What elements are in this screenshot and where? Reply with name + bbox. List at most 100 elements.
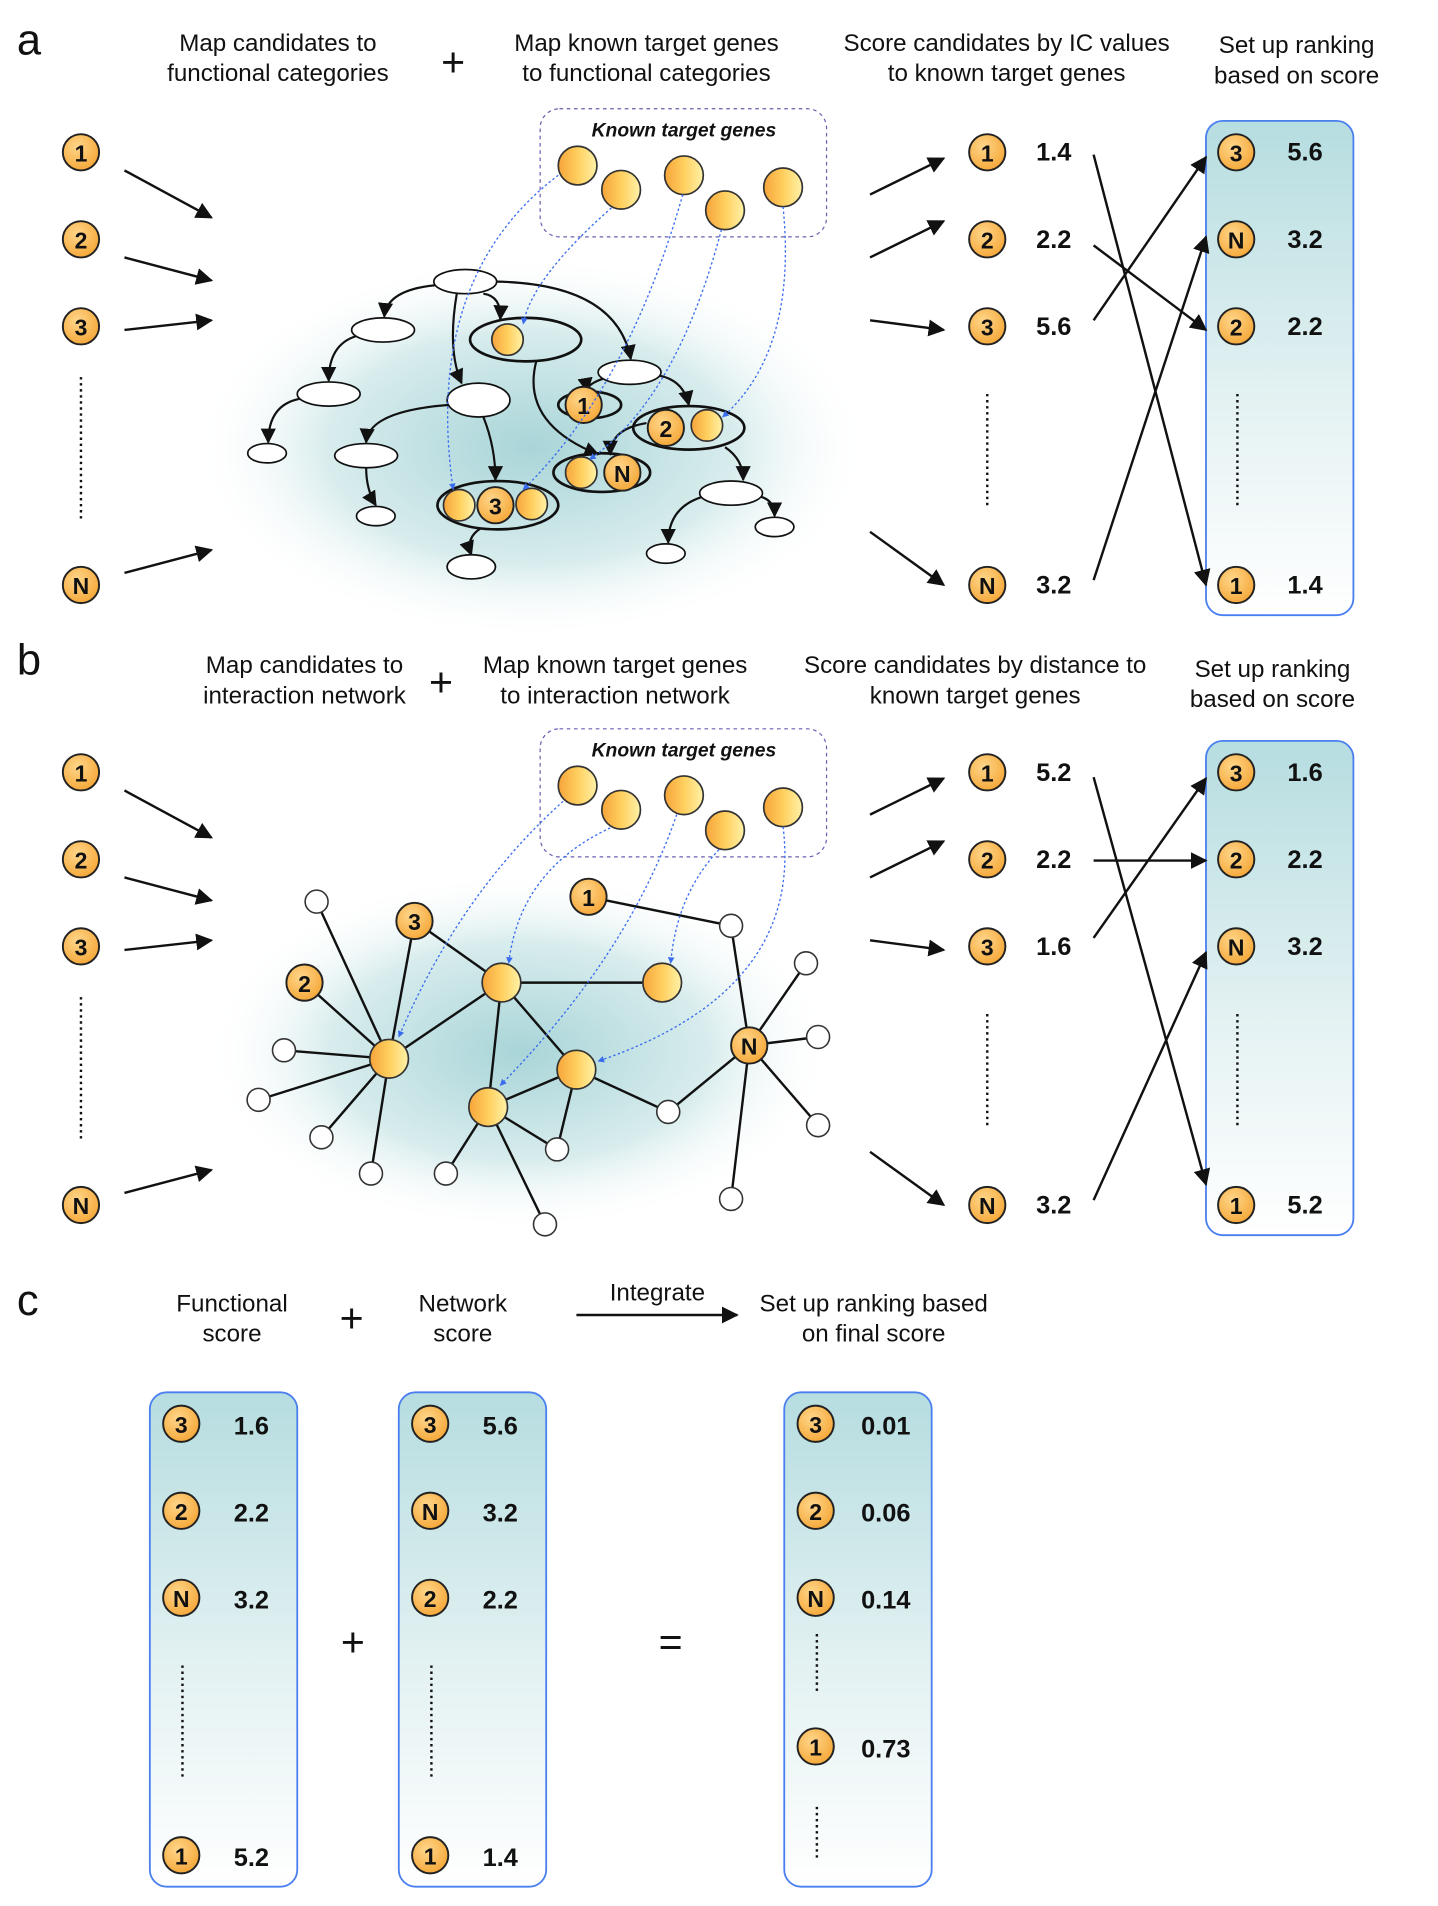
ranked-badge: 1 — [411, 1836, 450, 1875]
badge-label: 2 — [809, 1499, 822, 1525]
gene-ball — [557, 765, 598, 806]
badge-circle — [61, 565, 101, 605]
step-header-line1: Score candidates by distance to — [804, 652, 1146, 679]
ontology-edge — [724, 446, 751, 482]
candidate-badge: N — [61, 1185, 101, 1225]
badge-circle — [730, 1026, 769, 1065]
badge-label: 3 — [408, 909, 421, 935]
badge-label: 3 — [1230, 140, 1243, 166]
candidate-badge: 2 — [61, 840, 101, 879]
step-header-line2: functional categories — [167, 60, 389, 87]
column-header-line1: Network — [419, 1290, 509, 1317]
candidate-score: 5.6 — [1036, 313, 1071, 341]
badge-circle — [411, 1491, 450, 1530]
ranked-score: 1.6 — [234, 1413, 269, 1441]
badge-label: 3 — [424, 1412, 437, 1438]
step-header-line1: Set up ranking — [1195, 656, 1351, 683]
badge-circle — [968, 753, 1007, 792]
ranked-score: 2.2 — [234, 1500, 269, 1528]
badge-circle — [411, 1404, 450, 1443]
category-node — [645, 543, 687, 565]
ranked-badge: N — [1217, 927, 1256, 966]
mapping-line — [522, 194, 684, 490]
ranked-score: 1.4 — [1287, 571, 1322, 599]
badge-label: N — [741, 1034, 758, 1060]
ranked-badge: 1 — [162, 1836, 201, 1875]
scored-candidate-badge: 2 — [968, 220, 1007, 259]
known-genes-title: Known target genes — [592, 121, 777, 142]
rank-line — [1092, 155, 1207, 321]
gene-ball — [762, 167, 804, 208]
rank-line — [1092, 776, 1207, 939]
ranking-box — [148, 1391, 299, 1888]
equals-sign: = — [659, 1619, 683, 1665]
rank-line — [1092, 950, 1208, 1201]
badge-circle — [796, 1727, 835, 1766]
ranked-badge: 3 — [1217, 753, 1256, 792]
badge-label: 1 — [1230, 1193, 1243, 1219]
network-edge — [388, 981, 503, 1060]
badge-label: 2 — [981, 848, 994, 874]
ranking-box — [1205, 119, 1355, 617]
ranking-box — [783, 1391, 933, 1888]
badge-circle — [968, 927, 1007, 966]
badge-circle — [1217, 307, 1256, 346]
network-edge — [487, 1106, 547, 1225]
gene-ball — [481, 962, 522, 1003]
column-header-line1: Functional — [176, 1290, 287, 1317]
badge-label: N — [173, 1586, 190, 1612]
mapping-line — [722, 206, 787, 418]
network-node — [805, 1112, 831, 1138]
ranked-score: 0.73 — [861, 1735, 910, 1763]
badge-label: 2 — [75, 848, 88, 874]
badge-label: 2 — [298, 971, 311, 997]
ontology-edge — [660, 494, 708, 545]
candidate-score: 2.2 — [1036, 846, 1071, 874]
ranked-badge: 2 — [796, 1491, 835, 1530]
ranked-score: 2.2 — [483, 1587, 518, 1615]
network-glow — [205, 870, 834, 1233]
mapping-line — [499, 814, 678, 1086]
badge-circle — [61, 753, 101, 792]
badge-label: 3 — [175, 1412, 188, 1438]
badge-circle — [61, 1185, 101, 1225]
badge-label: 1 — [582, 885, 595, 911]
badge-label: N — [807, 1586, 824, 1612]
ranked-badge: N — [162, 1578, 201, 1617]
output-arrow — [869, 157, 946, 196]
known-genes-box — [539, 108, 828, 238]
ranked-badge: N — [796, 1578, 835, 1617]
gene-ball — [557, 145, 598, 186]
input-arrow — [123, 169, 213, 219]
candidate-score: 3.2 — [1036, 1191, 1071, 1219]
output-arrow — [869, 530, 946, 586]
gene-ball — [663, 775, 705, 816]
badge-label: 1 — [1230, 573, 1243, 599]
badge-label: N — [73, 573, 90, 599]
input-arrow — [124, 256, 214, 285]
network-badge: 3 — [395, 901, 434, 941]
mapping-line — [398, 800, 564, 1038]
network-edge — [315, 901, 391, 1060]
step-header-line1: Map known target genes — [514, 30, 779, 57]
panel-label: a — [17, 16, 42, 64]
gene-ball — [600, 789, 642, 830]
category-node — [246, 442, 288, 464]
network-node — [246, 1087, 271, 1113]
mapping-line — [521, 207, 612, 325]
badge-label: 2 — [659, 416, 672, 442]
badge-circle — [1217, 133, 1256, 172]
ranked-badge: 1 — [1217, 565, 1256, 605]
network-glow — [193, 253, 871, 641]
step-header-line2: based on score — [1214, 62, 1379, 89]
candidate-score: 3.2 — [1036, 571, 1071, 599]
network-node — [655, 1099, 681, 1125]
candidate-badge: 1 — [61, 133, 101, 172]
ranked-badge: 3 — [796, 1404, 835, 1443]
badge-circle — [162, 1836, 201, 1875]
network-node — [544, 1137, 570, 1162]
ranked-score: 2.2 — [1287, 313, 1322, 341]
ranked-score: 1.6 — [1287, 759, 1322, 787]
badge-label: N — [1228, 228, 1245, 254]
gene-ball — [468, 1086, 509, 1128]
